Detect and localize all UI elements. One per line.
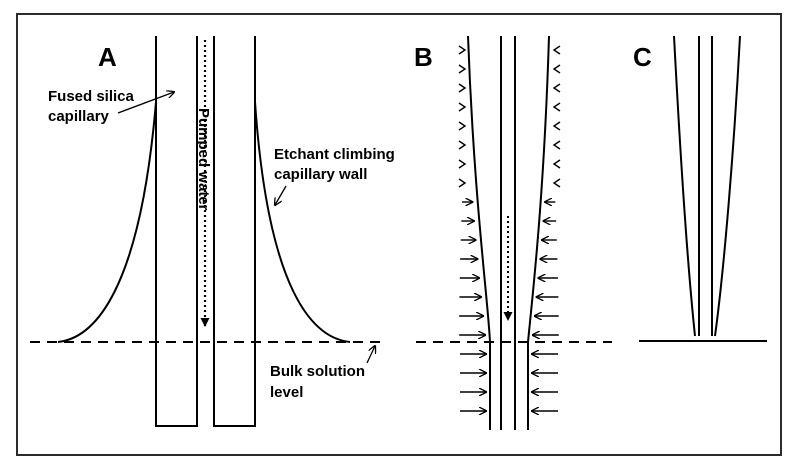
capillary-outer-wall-left [467,35,491,430]
etch-chevron-left-6 [458,159,467,169]
etchant-meniscus-left [57,101,157,343]
etch-chevron-right-3 [552,102,561,112]
fused-silica-pointer [117,92,174,114]
etch-chevron-right-7 [552,178,561,188]
figure-frame [16,13,782,456]
panel-a: A Pumped water Fused silica capillary Et… [30,36,399,427]
etch-chevron-left-7 [458,178,467,188]
etchant-label-line1: Etchant climbing [274,146,395,163]
panel-b: B [414,35,612,430]
etchant-pointer [275,185,287,205]
etch-chevron-left-3 [458,102,467,112]
capillary-outer-wall-right [527,35,550,430]
panel-c-label: C [633,42,652,72]
etch-chevron-left-4 [458,121,467,131]
pumped-water-label: Pumped water [195,108,212,211]
tip-outer-wall-left [673,35,696,337]
bulk-solution-label-line2: level [270,384,303,401]
etch-chevron-left-5 [458,140,467,150]
etchant-label: Etchant climbing capillary wall [274,146,399,183]
panel-b-label: B [414,42,433,72]
etch-chevron-right-4 [552,121,561,131]
bulk-solution-label-line1: Bulk solution [270,363,365,380]
capillary-left-tube [155,36,198,427]
etch-chevron-right-0 [552,45,561,55]
etch-chevron-right-1 [552,64,561,74]
etch-chevron-right-5 [552,140,561,150]
etchant-meniscus-right [254,101,351,343]
etch-chevron-left-1 [458,64,467,74]
bulk-solution-label: Bulk solution level [270,363,369,401]
fused-silica-label-line2: capillary [48,108,110,125]
panel-a-label: A [98,42,117,72]
panel-c: C [633,35,767,342]
tip-outer-wall-right [714,35,741,337]
etch-arrows-right [532,45,561,411]
etch-chevron-left-0 [458,45,467,55]
etch-chevron-left-2 [458,83,467,93]
capillary-right-tube [213,36,256,427]
etch-arrows-left [458,45,486,411]
etch-chevron-right-6 [552,159,561,169]
etchant-label-line2: capillary wall [274,166,367,183]
fused-silica-label-line1: Fused silica [48,88,135,105]
etch-chevron-right-2 [552,83,561,93]
bulk-solution-pointer [366,346,375,364]
fused-silica-label: Fused silica capillary [48,88,138,125]
